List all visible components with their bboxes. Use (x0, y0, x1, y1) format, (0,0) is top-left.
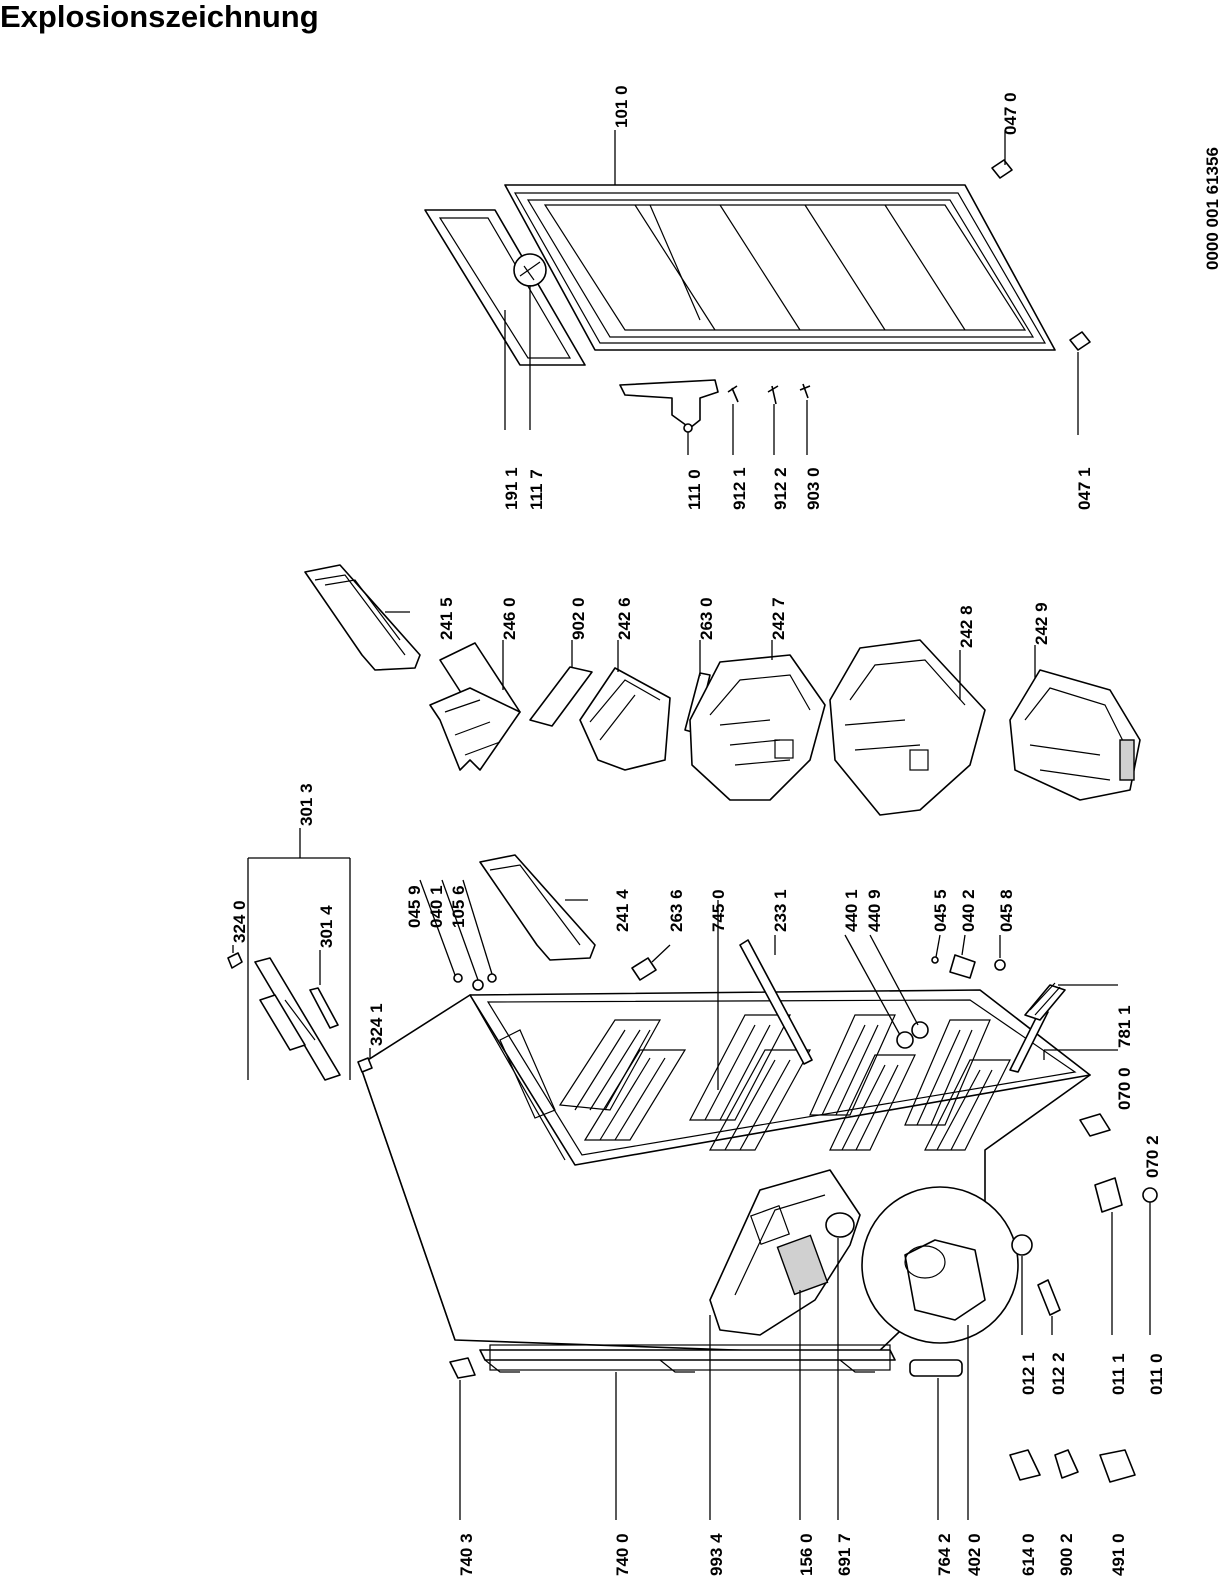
label-402-0: 402 0 (965, 1533, 984, 1576)
label-242-7: 242 7 (769, 597, 788, 640)
label-242-8: 242 8 (957, 605, 976, 648)
label-011-1: 011 1 (1109, 1353, 1128, 1395)
label-241-5: 241 5 (437, 597, 456, 640)
control-and-compressor (709, 1169, 1158, 1344)
label-246-0: 246 0 (500, 597, 519, 640)
door-assembly (424, 159, 1091, 433)
label-111-0: 111 0 (685, 469, 704, 510)
label-040-2: 040 2 (959, 889, 978, 932)
label-740-0: 740 0 (613, 1533, 632, 1576)
part-labels: 101 0 047 0 191 1 111 7 111 0 912 1 912 … (230, 85, 1222, 1576)
label-045-9: 045 9 (405, 885, 424, 928)
label-440-1: 440 1 (842, 889, 861, 932)
label-111-7: 111 7 (527, 469, 546, 510)
label-912-2: 912 2 (771, 467, 790, 510)
label-070-2: 070 2 (1143, 1135, 1162, 1178)
label-691-7: 691 7 (835, 1533, 854, 1576)
label-047-1: 047 1 (1075, 467, 1094, 510)
label-045-5: 045 5 (931, 889, 950, 932)
label-993-4: 993 4 (707, 1533, 726, 1576)
label-242-6: 242 6 (615, 597, 634, 640)
label-156-0: 156 0 (797, 1533, 816, 1576)
label-902-0: 902 0 (569, 597, 588, 640)
back-panel-and-accessories (449, 1344, 1136, 1483)
label-047-0: 047 0 (1001, 92, 1020, 135)
label-012-1: 012 1 (1019, 1352, 1038, 1395)
label-045-8: 045 8 (997, 889, 1016, 932)
label-903-0: 903 0 (804, 467, 823, 510)
label-324-0: 324 0 (230, 900, 249, 943)
label-781-1: 781 1 (1115, 1005, 1134, 1048)
label-070-0: 070 0 (1115, 1067, 1134, 1110)
label-740-3: 740 3 (457, 1533, 476, 1576)
label-263-6: 263 6 (667, 889, 686, 932)
label-900-2: 900 2 (1057, 1533, 1076, 1576)
wire-shelves (558, 1014, 1011, 1151)
label-301-4: 301 4 (317, 905, 336, 948)
label-233-1: 233 1 (771, 889, 790, 932)
label-745-0: 745 0 (709, 889, 728, 932)
label-011-0: 011 0 (1147, 1353, 1166, 1395)
label-440-9: 440 9 (865, 889, 884, 932)
label-040-1: 040 1 (427, 885, 446, 928)
doc-number: 0000 001 61356 (1203, 147, 1222, 270)
drawers-and-shelves (304, 564, 1141, 816)
label-324-1: 324 1 (367, 1003, 386, 1046)
label-101-0: 101 0 (612, 85, 631, 128)
label-764-2: 764 2 (935, 1533, 954, 1576)
label-263-0: 263 0 (697, 597, 716, 640)
label-105-6: 105 6 (449, 885, 468, 928)
label-241-4: 241 4 (613, 889, 632, 932)
label-301-3: 301 3 (297, 783, 316, 826)
label-191-1: 191 1 (502, 467, 521, 510)
page-title: Explosionszeichnung (0, 0, 319, 34)
label-614-0: 614 0 (1019, 1533, 1038, 1576)
label-912-1: 912 1 (730, 467, 749, 510)
leader-lines (232, 130, 1151, 1520)
label-012-2: 012 2 (1049, 1352, 1068, 1395)
top-control-strip (227, 854, 1006, 1081)
label-491-0: 491 0 (1109, 1533, 1128, 1576)
label-242-9: 242 9 (1032, 602, 1051, 645)
